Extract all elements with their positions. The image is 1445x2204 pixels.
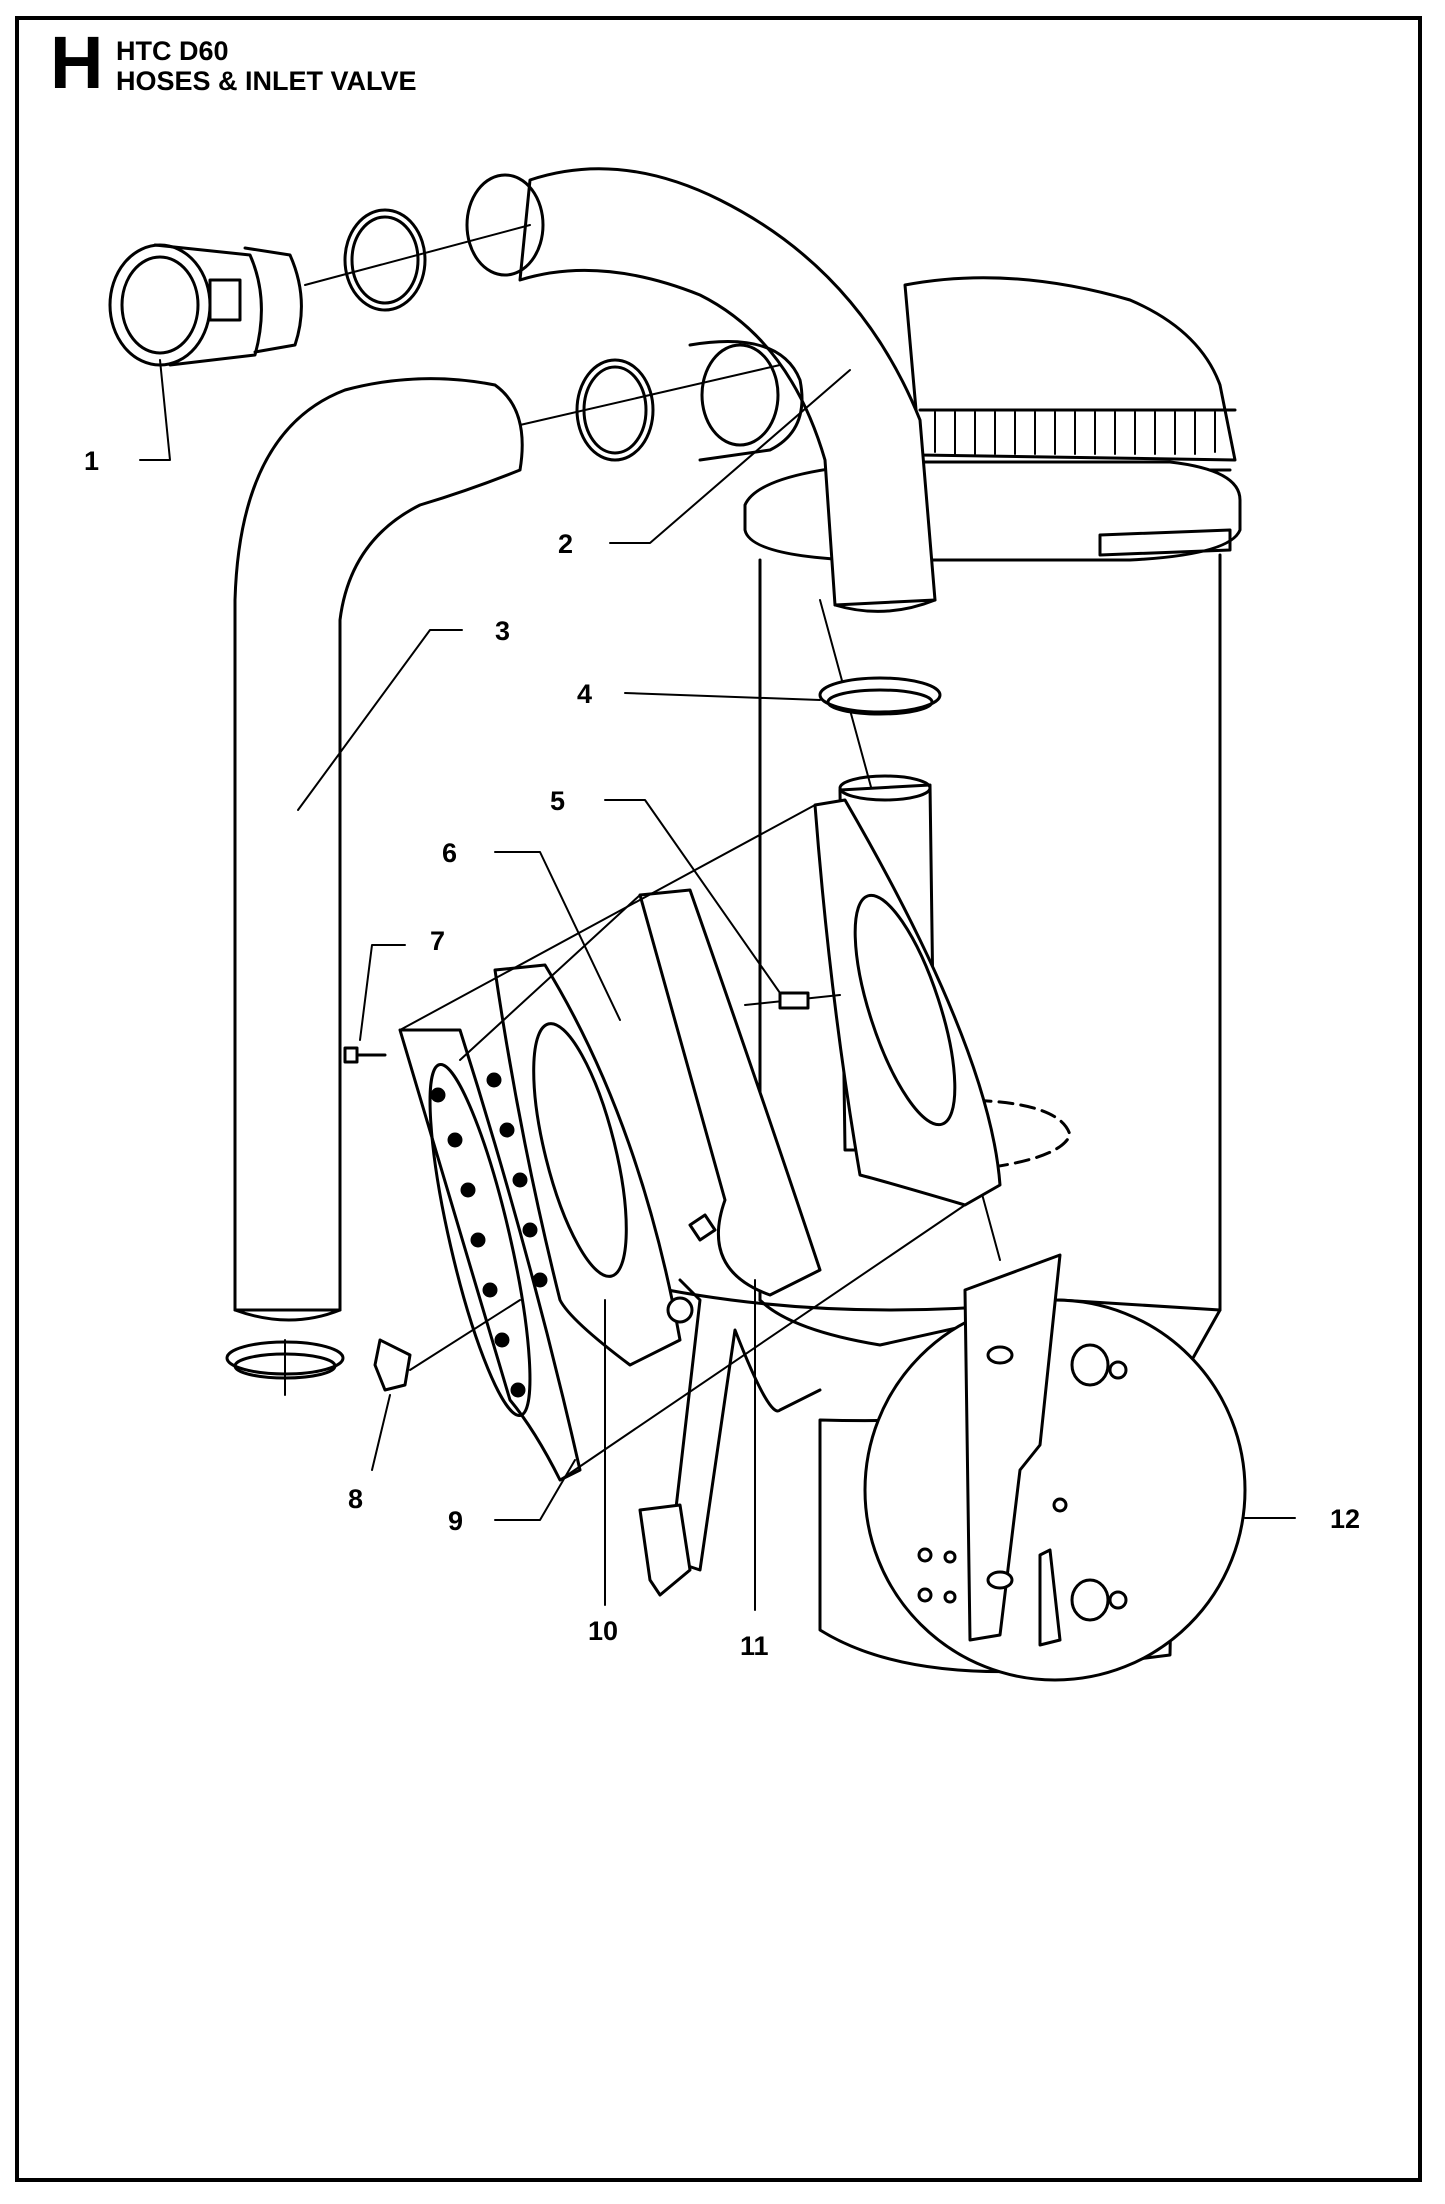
callout-7: 7 [430,926,445,956]
valve-arm [668,1278,822,1572]
valve-gasket-opening [532,1022,628,1278]
callout-8: 8 [348,1484,363,1514]
hinge-pivot [666,1296,694,1324]
leader-8 [371,1394,391,1471]
coupling-front-ring [108,243,212,367]
clamp-b-inner [582,365,648,455]
section-letter: H [50,21,104,104]
vent-slots [934,411,1216,455]
callout-12: 12 [1330,1504,1360,1534]
coupling-lever [208,278,242,322]
bottom-clamp [225,1339,345,1396]
valve-arm-bracket [638,1503,692,1597]
upper-hose [465,167,937,613]
callout-3: 3 [495,616,510,646]
section-title: HOSES & INLET VALVE [116,66,417,96]
upper-hose-outer [518,167,937,607]
callout-9: 9 [448,1506,463,1536]
callout-10: 10 [588,1616,618,1646]
leader-5 [604,799,781,994]
callout-4: 4 [577,679,592,709]
hidden-outlet [953,1098,1072,1172]
leader-lines [139,359,1296,1611]
lid-ring [743,460,1242,562]
coupling [108,243,303,367]
valve-explode-lines [399,804,966,1481]
clamp-a-inner [350,215,420,305]
detail-parts [917,1343,1128,1622]
valve-back-flange-opening [853,893,957,1127]
coupling-body [153,243,263,367]
callout-2: 2 [558,529,573,559]
air-fitting [373,1299,521,1392]
callout-11: 11 [740,1631,769,1661]
callout-6: 6 [442,838,457,868]
valve-plate [638,888,822,1297]
ring-seal [818,676,942,716]
leader-6 [494,851,621,1021]
callout-labels: 1 2 3 4 5 6 7 8 9 10 11 12 [84,446,1360,1661]
leader-2 [609,369,851,544]
valve-gasket [493,963,682,1367]
clamp-b-pipe [688,340,804,462]
detail-hinge [1038,1548,1062,1647]
upper-hose-end [465,173,545,277]
leader-7 [359,944,406,1041]
valve-spring [744,991,841,1010]
clamp-b [575,358,655,462]
clamp-c [700,343,780,447]
coupling-neck [243,246,303,354]
leader-9 [494,1459,576,1521]
lid-clamp [1098,528,1232,557]
model-name: HTC D60 [116,36,229,66]
lower-hose-body [233,377,524,1312]
lower-hose-end [233,1308,342,1322]
upper-clamps [343,208,804,462]
detail-view [863,1253,1247,1682]
valve-front-flange-opening [428,1062,532,1418]
callout-1: 1 [84,446,99,476]
tank-cone-outline [758,1298,1062,1347]
page-frame [15,16,1422,2182]
inlet-valve [343,798,1002,1597]
page-title: HTC D60 HOSES & INLET VALVE [116,36,417,96]
clamp-a [343,208,427,312]
separator-tank [578,276,1242,1674]
motor-head-dome [903,276,1237,462]
coupling-inner-ring [120,255,200,355]
flange-bolts [430,1072,548,1398]
leader-4 [624,692,821,701]
valve-front-flange [398,1028,582,1482]
callout-5: 5 [550,786,565,816]
leader-1 [139,359,171,461]
lower-hose [233,377,524,1322]
nut [688,1213,717,1242]
leader-3 [297,629,463,811]
